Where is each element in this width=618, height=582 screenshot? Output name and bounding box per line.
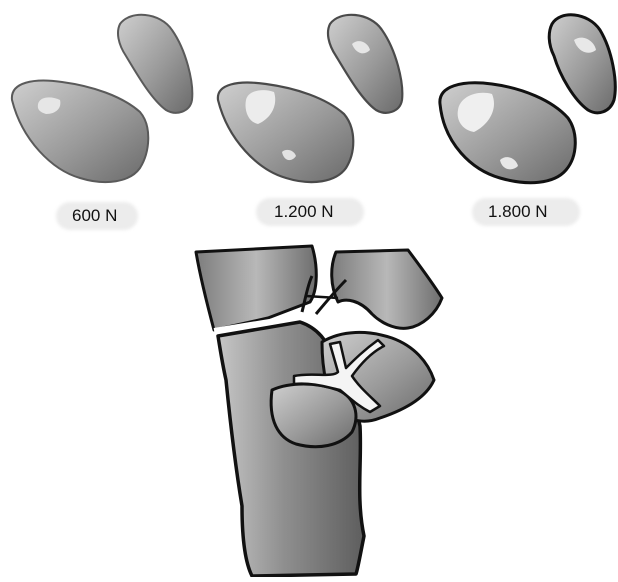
contact-area-left bbox=[12, 81, 148, 182]
bone-upper-right bbox=[332, 250, 442, 328]
contact-area-left bbox=[218, 83, 353, 183]
pressure-map-1800n bbox=[440, 15, 615, 183]
load-label-600n: 600 N bbox=[72, 206, 117, 226]
load-label-1200n: 1.200 N bbox=[274, 202, 334, 222]
ankle-joint-diagram bbox=[196, 246, 442, 576]
pressure-map-1200n bbox=[218, 15, 402, 182]
contact-area-right bbox=[328, 15, 402, 113]
load-label-1800n: 1.800 N bbox=[488, 202, 548, 222]
contact-area-right bbox=[118, 15, 192, 113]
pressure-map-600n bbox=[12, 15, 192, 182]
contact-area-right bbox=[549, 15, 615, 113]
